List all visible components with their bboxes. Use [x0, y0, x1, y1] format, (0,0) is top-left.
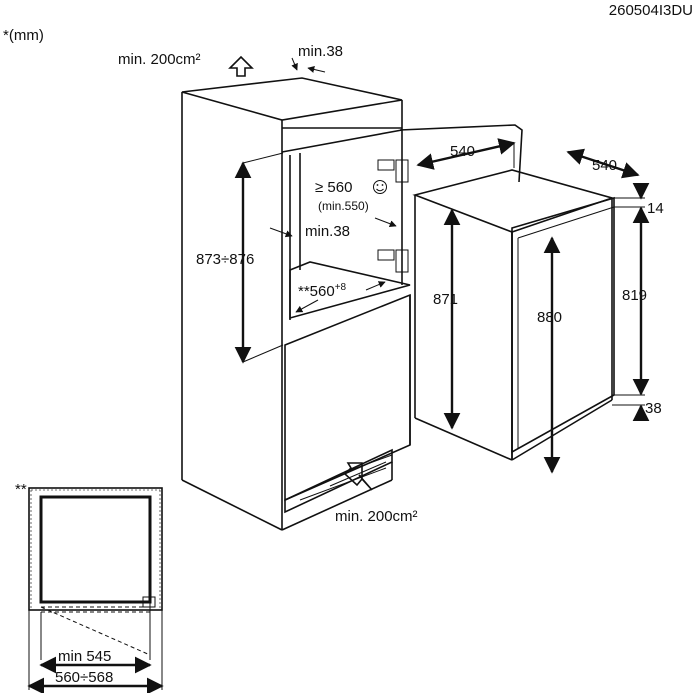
plan-marker: ** [15, 481, 27, 498]
vent-bottom-label: min. 200cm² [335, 508, 418, 525]
gap-top-label: min.38 [298, 43, 343, 60]
plan-range-label: 560÷568 [55, 669, 113, 686]
appliance-width-label: 540 [592, 157, 617, 174]
door-clearance-label: ≥ 560 [315, 179, 352, 196]
niche-height-dimension [234, 152, 284, 364]
appliance-depth-label: 540 [450, 143, 475, 160]
cabinet-niche [181, 77, 523, 531]
smile-icon [373, 180, 387, 194]
bottom-offset-label: 38 [645, 400, 662, 417]
door-height-label: 880 [537, 309, 562, 326]
plan-min-label: min 545 [58, 648, 111, 665]
plan-view [28, 487, 163, 690]
niche-height-label: 873÷876 [196, 251, 254, 268]
inner-height-label: 819 [622, 287, 647, 304]
top-offset-label: 14 [647, 200, 664, 217]
unit-note: *(mm) [3, 27, 44, 44]
door-clearance-min-label: (min.550) [318, 199, 369, 213]
vent-top-arrow-icon [228, 55, 254, 77]
niche-width-label: **560+8 [298, 282, 347, 300]
vent-top-label: min. 200cm² [118, 51, 201, 68]
side-gap-label: min.38 [305, 223, 350, 240]
appliance-body [412, 169, 615, 461]
body-height-label: 871 [433, 291, 458, 308]
drawing-code: 260504I3DU [609, 2, 693, 19]
vent-bottom-arrow-icon [343, 462, 373, 491]
